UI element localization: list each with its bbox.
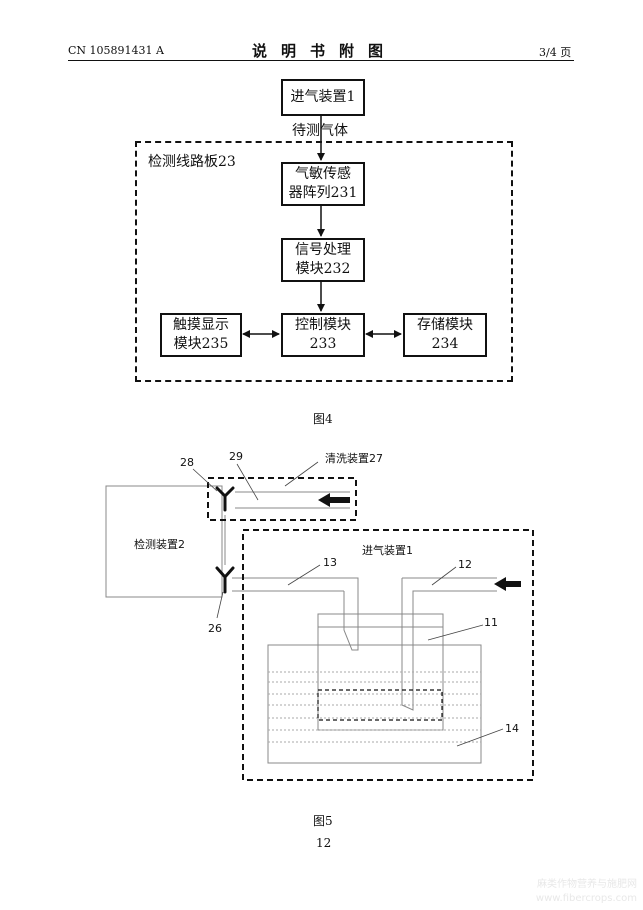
control-module-box: 控制模块 233	[281, 313, 365, 357]
label-26: 26	[208, 622, 222, 635]
watermark: 麻类作物营养与施肥网 www.fibercrops.com	[536, 878, 637, 906]
control-line-2: 233	[309, 336, 337, 352]
gas-sensor-array-box: 气敏传感器阵列231	[281, 162, 365, 206]
patent-number: CN 105891431 A	[68, 44, 164, 57]
page-number: 12	[316, 836, 332, 850]
page-title: 说明书附图	[252, 42, 398, 60]
flow-arrow-cleaning	[318, 493, 350, 507]
inlet-device-label: 进气装置1	[362, 544, 413, 557]
control-line-1: 控制模块	[295, 317, 351, 333]
y-connector-28	[215, 486, 235, 512]
gas-under-test-label: 待测气体	[292, 123, 348, 139]
flow-arrow-inlet	[494, 577, 521, 591]
touch-display-box: 触摸显示模块235	[160, 313, 242, 357]
detection-board-label: 检测线路板23	[148, 154, 236, 170]
sensor-line-2: 器阵列231	[288, 185, 358, 201]
label-28: 28	[180, 456, 194, 469]
touch-line-1: 触摸显示	[173, 317, 229, 333]
y-connector-26	[215, 566, 235, 594]
watermark-line-2: www.fibercrops.com	[535, 893, 637, 904]
inlet-device-frame	[242, 529, 534, 781]
air-inlet-box: 进气装置1	[281, 79, 365, 116]
label-29: 29	[229, 450, 243, 463]
label-11: 11	[484, 616, 498, 629]
storage-line-2: 234	[431, 336, 459, 352]
cleaning-device-frame	[207, 477, 357, 521]
figure-5-caption: 图5	[313, 814, 333, 828]
label-14: 14	[505, 722, 519, 735]
detector-box	[105, 485, 223, 598]
detector-label: 检测装置2	[134, 538, 185, 551]
watermark-line-1: 麻类作物营养与施肥网	[537, 879, 637, 890]
signal-processing-box: 信号处理模块232	[281, 238, 365, 282]
storage-module-box: 存储模块 234	[403, 313, 487, 357]
figure-4-caption: 图4	[313, 412, 333, 426]
cleaning-device-label: 清洗装置27	[325, 452, 383, 465]
signal-line-2: 模块232	[295, 261, 351, 277]
touch-line-2: 模块235	[173, 336, 229, 352]
signal-line-1: 信号处理	[295, 242, 351, 258]
sensor-line-1: 气敏传感	[294, 166, 351, 182]
detection-board-frame	[135, 141, 513, 382]
label-13: 13	[323, 556, 337, 569]
page-indicator: 3/4 页	[539, 46, 572, 59]
storage-line-1: 存储模块	[417, 317, 473, 333]
pipe-13-down	[340, 577, 359, 651]
air-inlet-label: 进气装置1	[290, 89, 356, 105]
tank-14	[267, 644, 482, 764]
label-12: 12	[458, 558, 472, 571]
pipe-12	[401, 578, 497, 711]
header-rule	[68, 60, 574, 61]
